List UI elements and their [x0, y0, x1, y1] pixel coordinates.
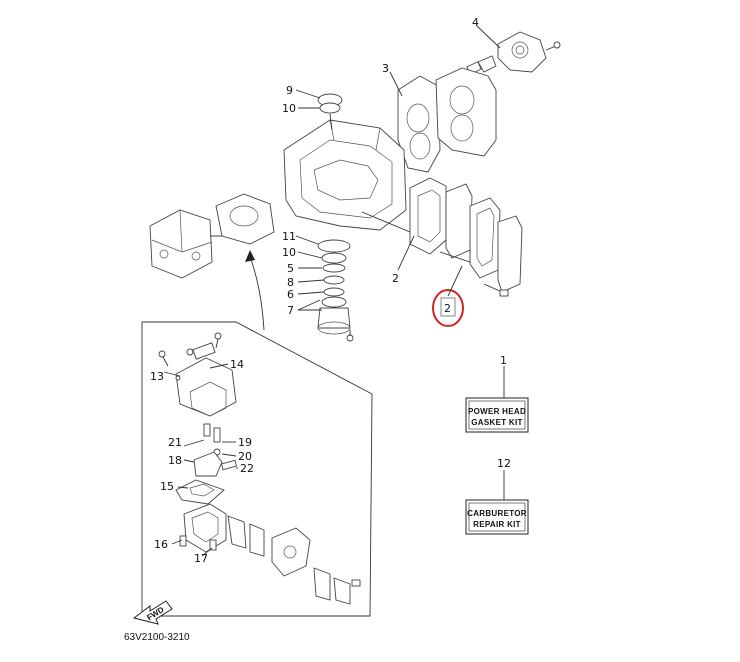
callout-13: 13: [150, 370, 164, 383]
callout-1: 1: [500, 354, 507, 367]
callout-15: 15: [160, 480, 174, 493]
seal-stack-assembly: [317, 239, 354, 342]
leader-lines: [163, 25, 505, 557]
callout-8: 8: [287, 276, 294, 289]
callout-22: 22: [240, 462, 254, 475]
callout-14: 14: [230, 358, 244, 371]
callout-2-left: 2: [392, 272, 399, 285]
carburetor-repair-kit-box: CARBURETOR REPAIR KIT: [465, 499, 529, 535]
callout-20: 20: [238, 450, 252, 463]
part-4-cover-assembly: [466, 31, 561, 75]
callout-10-lower: 10: [282, 246, 296, 259]
part-9-10-seal: [317, 93, 343, 131]
part-3-gasket: [397, 75, 441, 173]
fwd-arrow-icon: FWD: [132, 600, 173, 625]
reference-arrow: [245, 250, 265, 331]
callout-10-top: 10: [282, 102, 296, 115]
carburetor-inset-frame: [141, 321, 373, 617]
carburetor-body-upper: [215, 193, 275, 245]
callout-5: 5: [287, 262, 294, 275]
callout-2-highlighted: 2: [444, 302, 451, 315]
callout-7: 7: [287, 304, 294, 317]
highlight-circle: [432, 289, 464, 327]
callout-6: 6: [287, 288, 294, 301]
carburetor-kit-line1: CARBURETOR: [467, 509, 527, 518]
part-2-reed-gaskets: [361, 177, 523, 297]
callout-9: 9: [286, 84, 293, 97]
carburetor-kit-line2: REPAIR KIT: [473, 520, 521, 529]
carburetor-parts: [158, 332, 361, 605]
callout-16: 16: [154, 538, 168, 551]
cylinder-head-cover: [435, 67, 497, 157]
callout-4: 4: [472, 16, 479, 29]
power-head-kit-line1: POWER HEAD: [468, 407, 526, 416]
callout-labels: 4 3 9 10 11 10 5 8 6 7 2 2 1 12 13 14 21…: [150, 16, 511, 565]
intake-silencer: [149, 209, 222, 279]
callout-3: 3: [382, 62, 389, 75]
power-head-block: [283, 119, 407, 231]
callout-11: 11: [282, 230, 296, 243]
callout-17: 17: [194, 552, 208, 565]
callout-21: 21: [168, 436, 182, 449]
callout-12: 12: [497, 457, 511, 470]
power-head-kit-line2: GASKET KIT: [471, 418, 522, 427]
power-head-gasket-kit-box: POWER HEAD GASKET KIT: [465, 397, 529, 433]
diagram-part-number: 63V2100-3210: [124, 632, 190, 643]
callout-18: 18: [168, 454, 182, 467]
callout-19: 19: [238, 436, 252, 449]
